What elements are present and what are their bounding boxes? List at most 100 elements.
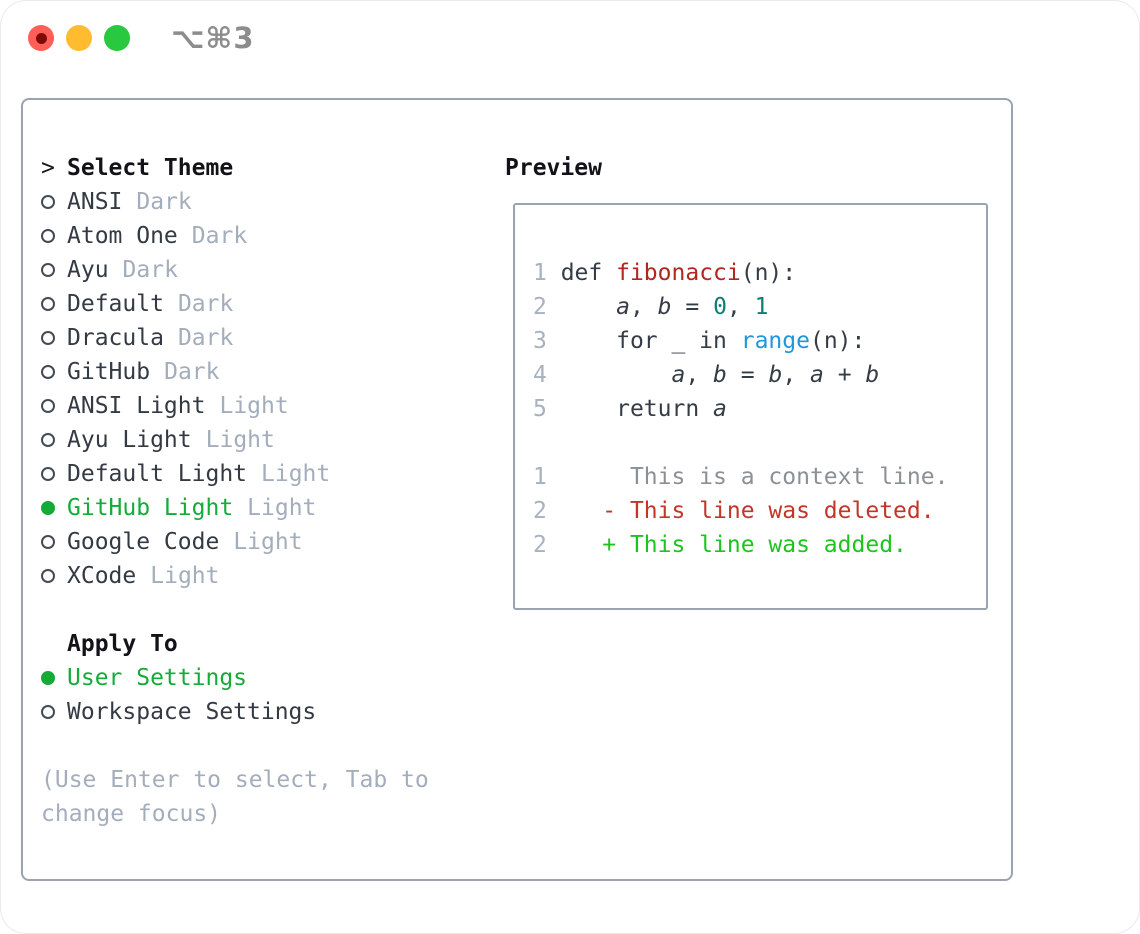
- code-token: 1: [533, 260, 547, 286]
- code-token: This is a context line.: [546, 464, 949, 490]
- code-line: 3 for _ in range(n):: [533, 324, 986, 358]
- select-theme-header: > Select Theme: [41, 151, 465, 185]
- radio-unselected-icon: [41, 467, 55, 481]
- theme-option-label: Ayu: [67, 257, 109, 283]
- code-token: ,: [685, 362, 714, 388]
- code-token: a: [713, 396, 727, 422]
- apply-to-option-label: Workspace Settings: [67, 699, 317, 725]
- radio-icon: [41, 433, 67, 447]
- theme-variant-label: Light: [247, 495, 317, 521]
- focus-caret-icon: >: [41, 155, 55, 181]
- spacer: [41, 593, 465, 627]
- radio-icon: [41, 671, 67, 685]
- code-line: 4 a, b = b, a + b: [533, 358, 986, 392]
- theme-option[interactable]: ANSI Dark: [41, 185, 465, 219]
- theme-option[interactable]: Dracula Dark: [41, 321, 465, 355]
- code-token: [547, 532, 602, 558]
- preview-header: Preview: [505, 151, 602, 185]
- minimize-button[interactable]: [66, 25, 92, 51]
- keyboard-hint: (Use Enter to select, Tab to change focu…: [41, 767, 429, 827]
- code-token: b: [768, 362, 783, 388]
- radio-selected-icon: [41, 501, 55, 515]
- code-token: +: [823, 362, 866, 388]
- radio-icon: [41, 399, 67, 413]
- theme-option[interactable]: Atom One Dark: [41, 219, 465, 253]
- radio-icon: [41, 331, 67, 345]
- radio-icon: [41, 535, 67, 549]
- radio-icon: [41, 705, 67, 719]
- code-token: =: [726, 362, 769, 388]
- select-theme-header-label: Select Theme: [67, 155, 234, 181]
- radio-unselected-icon: [41, 263, 55, 277]
- code-line: 2 - This line was deleted.: [533, 494, 986, 528]
- radio-unselected-icon: [41, 535, 55, 549]
- code-token: + This line was added.: [602, 532, 907, 558]
- theme-variant-label: Dark: [191, 223, 248, 249]
- radio-icon: [41, 467, 67, 481]
- code-token: [547, 362, 672, 388]
- radio-icon: [41, 569, 67, 583]
- theme-variant-label: Dark: [177, 291, 234, 317]
- code-token: b: [865, 362, 880, 388]
- radio-unselected-icon: [41, 297, 55, 311]
- code-token: 5: [533, 396, 547, 422]
- code-token: [547, 498, 602, 524]
- theme-option-label: ANSI: [67, 189, 123, 215]
- code-token: for _ in: [546, 328, 741, 354]
- code-token: ,: [726, 294, 755, 320]
- apply-to-header-label: Apply To: [67, 631, 178, 657]
- theme-option[interactable]: Google Code Light: [41, 525, 465, 559]
- theme-option-label: Dracula: [67, 325, 164, 351]
- code-token: (n):: [740, 260, 797, 286]
- zoom-button[interactable]: [104, 25, 130, 51]
- radio-unselected-icon: [41, 705, 55, 719]
- radio-icon: [41, 195, 67, 209]
- code-token: ,: [782, 362, 811, 388]
- spacer: [41, 729, 465, 763]
- theme-option-label: ANSI Light: [67, 393, 206, 419]
- theme-option[interactable]: Ayu Dark: [41, 253, 465, 287]
- theme-option-label: XCode: [67, 563, 137, 589]
- theme-variant-label: Light: [219, 393, 289, 419]
- theme-variant-label: Dark: [177, 325, 234, 351]
- code-token: 1: [754, 294, 769, 320]
- code-token: a: [616, 294, 630, 320]
- code-token: a: [671, 362, 686, 388]
- theme-option-label: Google Code: [67, 529, 220, 555]
- apply-to-option[interactable]: Workspace Settings: [41, 695, 465, 729]
- code-token: (n):: [809, 328, 866, 354]
- theme-variant-label: Dark: [122, 257, 178, 283]
- radio-unselected-icon: [41, 229, 55, 243]
- radio-selected-icon: [41, 671, 55, 685]
- code-token: 1: [533, 464, 547, 490]
- theme-option[interactable]: ANSI Light Light: [41, 389, 465, 423]
- close-button[interactable]: [28, 25, 54, 51]
- apply-to-option-label: User Settings: [67, 665, 248, 691]
- theme-option-label: Default Light: [67, 461, 248, 487]
- code-line: 5 return a: [533, 392, 986, 426]
- theme-variant-label: Dark: [136, 189, 192, 215]
- theme-option-label: Atom One: [67, 223, 178, 249]
- apply-to-option[interactable]: User Settings: [41, 661, 465, 695]
- apply-to-header: Apply To: [41, 627, 465, 661]
- theme-variant-label: Light: [233, 529, 303, 555]
- theme-option-label: Ayu Light: [67, 427, 192, 453]
- code-token: return: [546, 396, 714, 422]
- code-line: 2 + This line was added.: [533, 528, 986, 562]
- theme-option[interactable]: GitHub Light Light: [41, 491, 465, 525]
- theme-option[interactable]: Default Dark: [41, 287, 465, 321]
- preview-header-label: Preview: [505, 155, 602, 181]
- theme-option-label: GitHub Light: [67, 495, 234, 521]
- theme-option-label: Default: [67, 291, 164, 317]
- code-token: [547, 294, 616, 320]
